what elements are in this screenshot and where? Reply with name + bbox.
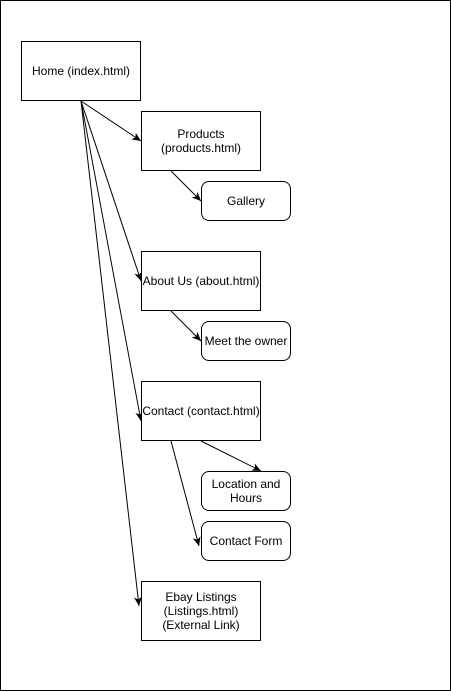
node-contact-label: Contact (contact.html): [142, 404, 260, 418]
node-products: Products (products.html): [141, 111, 261, 171]
node-meet-owner-label: Meet the owner: [204, 334, 288, 348]
node-home: Home (index.html): [21, 41, 141, 101]
edge-home-to-ebay: [80, 100, 142, 607]
node-location-hours: Location and Hours: [201, 471, 291, 511]
edge-home-to-about: [80, 100, 142, 282]
node-location-hours-label: Location and Hours: [211, 477, 281, 505]
edge-home-to-products: [80, 100, 142, 142]
edge-home-to-contact: [80, 100, 144, 422]
edge-products-to-gallery: [170, 170, 202, 202]
node-meet-owner: Meet the owner: [201, 321, 291, 361]
edge-contact-to-location-hours: [200, 440, 262, 472]
node-about: About Us (about.html): [141, 251, 261, 311]
edge-contact-to-contact-form: [170, 440, 201, 547]
node-ebay: Ebay Listings (Listings.html) (External …: [141, 581, 261, 641]
node-about-label: About Us (about.html): [142, 274, 260, 288]
node-gallery-label: Gallery: [226, 194, 265, 208]
edge-about-to-meet-owner: [170, 310, 202, 342]
node-products-label: Products (products.html): [160, 127, 242, 155]
node-gallery: Gallery: [201, 181, 291, 221]
node-home-label: Home (index.html): [31, 64, 131, 78]
node-ebay-label: Ebay Listings (Listings.html) (External …: [162, 590, 240, 632]
node-contact: Contact (contact.html): [141, 381, 261, 441]
node-contact-form-label: Contact Form: [209, 534, 283, 548]
node-contact-form: Contact Form: [201, 521, 291, 561]
